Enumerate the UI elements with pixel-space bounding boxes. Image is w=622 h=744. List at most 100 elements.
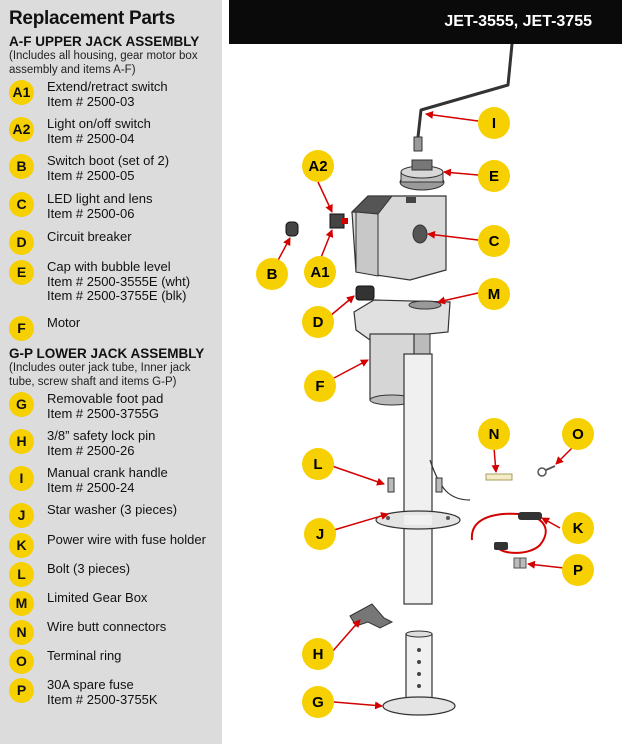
callout-i: I xyxy=(478,107,510,139)
svg-text:J: J xyxy=(316,526,324,543)
svg-text:I: I xyxy=(492,115,496,132)
svg-text:K: K xyxy=(573,520,584,537)
part-item-number: Item # 2500-03 xyxy=(47,93,135,109)
fuse-holder-wire xyxy=(470,512,547,554)
part-name: Cap with bubble level xyxy=(47,259,171,274)
upper-housing xyxy=(350,195,447,281)
part-code-badge: N xyxy=(9,620,34,645)
svg-text:M: M xyxy=(488,286,501,303)
svg-text:A2: A2 xyxy=(308,158,327,175)
part-name: Terminal ring xyxy=(47,648,122,663)
part-name: Switch boot (set of 2) xyxy=(47,153,170,168)
panel-title: Replacement Parts xyxy=(9,8,175,29)
part-name: Star washer (3 pieces) xyxy=(47,502,178,517)
callout-badges: I E A2 C B A1 M D F N O L J K P H G xyxy=(256,107,594,718)
part-row: B Switch boot (set of 2)Item # 2500-05 xyxy=(9,153,222,192)
exploded-jack-diagram: I E A2 C B A1 M D F N O L J K P H G xyxy=(256,44,594,718)
part-name: 3/8” safety lock pin xyxy=(47,428,156,443)
parts-list-panel: Replacement Parts A-F UPPER JACK ASSEMBL… xyxy=(0,0,222,744)
part-code-badge: A1 xyxy=(9,80,34,105)
part-row: D Circuit breaker xyxy=(9,229,222,260)
svg-text:B: B xyxy=(267,266,278,283)
part-row: J Star washer (3 pieces) xyxy=(9,502,222,533)
part-name: Bolt (3 pieces) xyxy=(47,561,131,576)
part-name: LED light and lens xyxy=(47,191,153,206)
part-code-badge: D xyxy=(9,230,34,255)
part-name: Removable foot pad xyxy=(47,391,164,406)
part-code-badge: O xyxy=(9,649,34,674)
part-row: O Terminal ring xyxy=(9,648,222,678)
callout-m: M xyxy=(478,278,510,310)
callout-b: B xyxy=(256,258,288,290)
part-code-badge: E xyxy=(9,260,34,285)
callout-d: D xyxy=(302,306,334,338)
svg-text:D: D xyxy=(313,314,324,331)
callout-k: K xyxy=(562,512,594,544)
part-name: 30A spare fuse xyxy=(47,677,134,692)
callout-h: H xyxy=(302,638,334,670)
svg-text:A1: A1 xyxy=(310,264,329,281)
part-item-number: Item # 2500-24 xyxy=(47,479,135,495)
svg-text:C: C xyxy=(489,233,500,250)
part-name: Power wire with fuse holder xyxy=(47,532,206,547)
upper-assembly-desc: (Includes all housing, gear motor box as… xyxy=(9,50,198,76)
callout-l: L xyxy=(302,448,334,480)
model-numbers: JET-3555, JET-3755 xyxy=(444,13,592,30)
svg-text:G: G xyxy=(312,694,324,711)
power-wire-lead xyxy=(429,459,471,501)
lower-assembly-desc: (Includes outer jack tube, Inner jack tu… xyxy=(9,362,191,388)
svg-text:O: O xyxy=(572,426,584,443)
callout-a2: A2 xyxy=(302,150,334,182)
crank-handle xyxy=(413,44,514,152)
callout-p: P xyxy=(562,554,594,586)
terminal-ring xyxy=(537,465,556,477)
switches xyxy=(285,213,348,237)
bubble-level-cap xyxy=(399,159,445,191)
callout-j: J xyxy=(304,518,336,550)
part-name: Light on/off switch xyxy=(47,116,151,131)
lower-assembly-heading: G-P LOWER JACK ASSEMBLY xyxy=(9,346,205,361)
circuit-breaker xyxy=(355,285,375,301)
part-item-number: Item # 2500-3755E (blk) xyxy=(47,288,187,303)
model-header: JET-3555, JET-3755 xyxy=(229,0,622,44)
part-item-number: Item # 2500-05 xyxy=(47,167,135,183)
part-item-number: Item # 2500-04 xyxy=(47,130,135,146)
svg-text:P: P xyxy=(573,562,583,579)
part-item-number: Item # 2500-3755K xyxy=(47,691,158,707)
svg-text:L: L xyxy=(313,456,322,473)
part-code-badge: B xyxy=(9,154,34,179)
inner-jack-tube xyxy=(405,630,433,707)
part-item-number: Item # 2500-06 xyxy=(47,205,135,221)
bolts xyxy=(387,477,443,493)
part-name: Circuit breaker xyxy=(47,229,132,244)
part-item-number: Item # 2500-26 xyxy=(47,442,135,458)
part-item-number: Item # 2500-3755G xyxy=(47,405,160,421)
svg-text:F: F xyxy=(315,378,324,395)
foot-pad xyxy=(382,696,456,716)
part-name: Manual crank handle xyxy=(47,465,168,480)
callout-o: O xyxy=(562,418,594,450)
callout-f: F xyxy=(304,370,336,402)
part-code-badge: J xyxy=(9,503,34,528)
svg-text:N: N xyxy=(489,426,500,443)
part-code-badge: G xyxy=(9,392,34,417)
part-code-badge: A2 xyxy=(9,117,34,142)
callout-g: G xyxy=(302,686,334,718)
part-row: N Wire butt connectors xyxy=(9,619,222,649)
part-row: K Power wire with fuse holder xyxy=(9,532,222,562)
callout-e: E xyxy=(478,160,510,192)
part-name: Wire butt connectors xyxy=(47,619,167,634)
part-code-badge: P xyxy=(9,678,34,703)
part-code-badge: K xyxy=(9,533,34,558)
callout-a1: A1 xyxy=(304,256,336,288)
